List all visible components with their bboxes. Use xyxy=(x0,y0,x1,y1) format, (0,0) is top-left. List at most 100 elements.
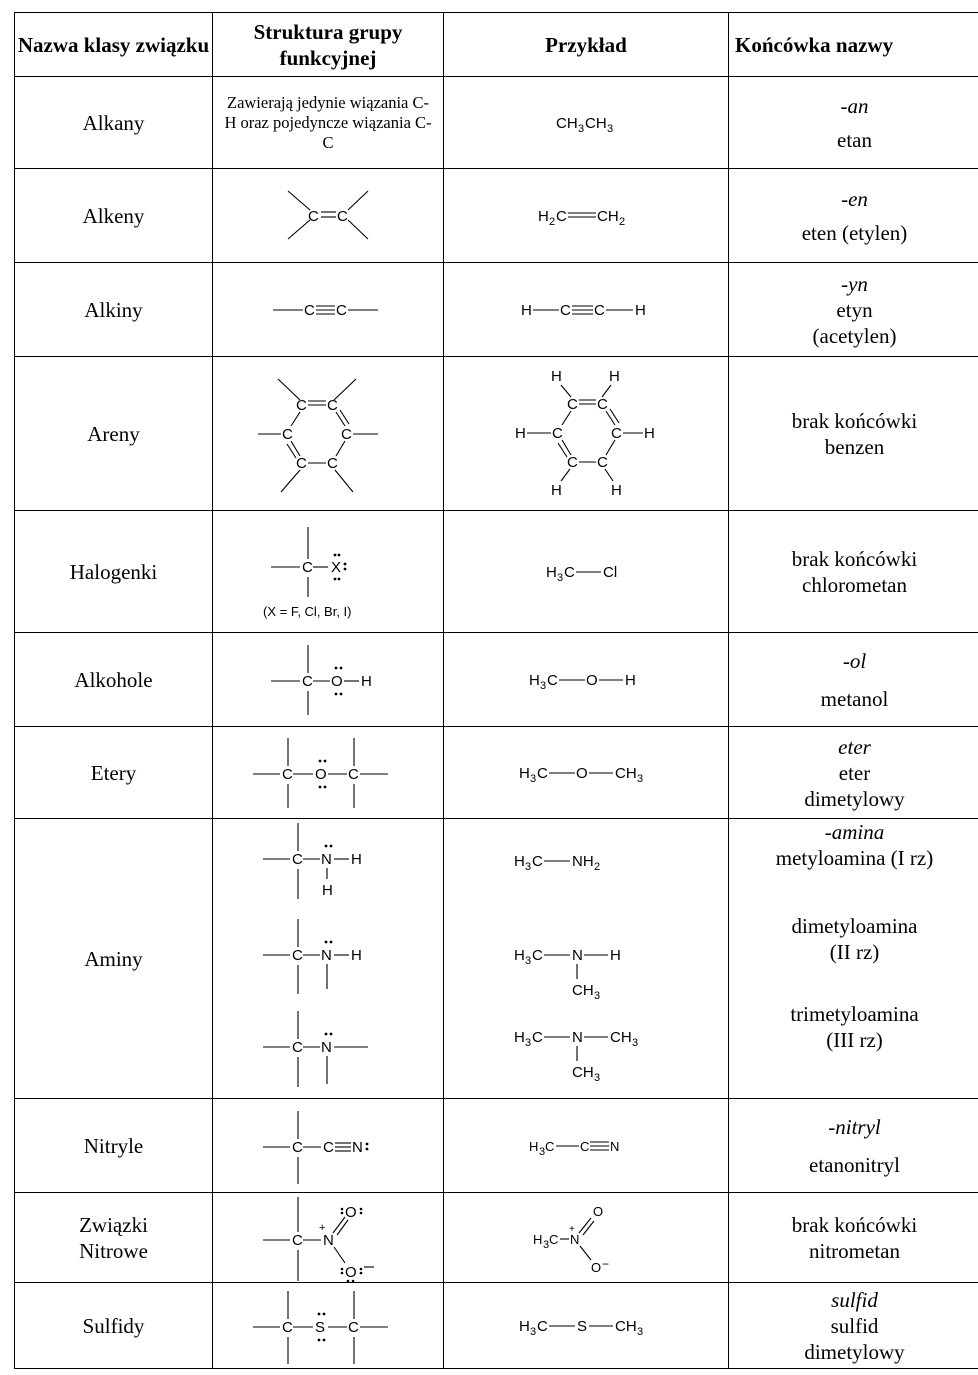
ending-cell: sulfid sulfid dimetylowy xyxy=(728,1282,978,1369)
svg-text:2: 2 xyxy=(549,216,555,228)
class-name: Sulfidy xyxy=(14,1282,213,1369)
svg-text:C: C xyxy=(341,426,352,443)
svg-text:CH: CH xyxy=(585,115,607,132)
class-name: Etery xyxy=(14,726,213,819)
svg-text:O: O xyxy=(331,673,343,690)
svg-text:3: 3 xyxy=(594,1072,600,1084)
ending-name: eten (etylen) xyxy=(801,220,908,245)
example-formula: H C C H xyxy=(443,262,729,357)
svg-text:3: 3 xyxy=(632,1037,638,1049)
svg-text:O: O xyxy=(593,1204,603,1219)
table-row: Etery C O C xyxy=(14,726,978,819)
svg-text:C: C xyxy=(611,425,622,442)
class-name: Alkeny xyxy=(14,168,213,263)
structure-drawing: C X (X = F, Cl, Br, I) xyxy=(212,510,444,633)
ethyne-formula: H C C H xyxy=(521,302,646,319)
svg-text:C: C xyxy=(282,426,293,443)
svg-text:C: C xyxy=(336,302,347,319)
svg-text:N: N xyxy=(321,1039,332,1056)
svg-text:N: N xyxy=(321,947,332,964)
structure-description: Zawierają jedynie wiązania C-H oraz poje… xyxy=(212,76,444,169)
svg-text:3: 3 xyxy=(607,123,613,135)
svg-text:H: H xyxy=(611,482,622,499)
svg-text:H: H xyxy=(529,672,540,689)
ending-name: metyloamina (I rz) xyxy=(775,846,934,870)
structure-drawing: C O H xyxy=(212,632,444,727)
ending-name: nitrometan xyxy=(809,1238,900,1263)
nitrile-structure: C C N xyxy=(263,1110,369,1184)
ending-cell: -yn etyn (acetylen) xyxy=(728,262,978,357)
svg-text:C: C xyxy=(282,1319,293,1336)
ending-name: eter xyxy=(838,760,871,785)
svg-text:N: N xyxy=(352,1139,363,1156)
class-name: Alkohole xyxy=(14,632,213,727)
svg-text:S: S xyxy=(577,1318,587,1335)
svg-text:X: X xyxy=(331,559,341,576)
svg-text:C: C xyxy=(348,766,359,783)
class-name-line-1: Związki xyxy=(79,1212,148,1237)
svg-text:CH: CH xyxy=(597,208,619,225)
structure-drawing: C C N xyxy=(212,1098,444,1193)
ending-text: brak końcówki xyxy=(791,408,918,433)
ending-name: trimetyloamina xyxy=(790,1002,919,1026)
svg-text:3: 3 xyxy=(525,861,531,873)
suffix: eter xyxy=(838,734,871,759)
structure-drawing: C C xyxy=(212,168,444,263)
svg-text:H: H xyxy=(533,1232,542,1247)
ending-name: etan xyxy=(837,127,872,152)
svg-text:H: H xyxy=(546,564,557,581)
alkyne-structure: C C xyxy=(273,302,378,319)
suffix: sulfid xyxy=(831,1287,878,1312)
svg-text:+: + xyxy=(319,1222,325,1234)
svg-text:C: C xyxy=(304,302,315,319)
ending-name: dimetyloamina xyxy=(791,914,918,938)
table-row: Sulfidy C S C xyxy=(14,1282,978,1369)
svg-text:C: C xyxy=(302,673,313,690)
svg-text:C: C xyxy=(348,1319,359,1336)
svg-text:C: C xyxy=(327,455,338,472)
structure-drawing: C C C C C C xyxy=(212,356,444,511)
halide-structure: C X (X = F, Cl, Br, I) xyxy=(263,526,352,619)
suffix: -nitryl xyxy=(828,1114,881,1139)
svg-text:N: N xyxy=(321,851,332,868)
structure-drawing: C N + O O xyxy=(212,1192,444,1283)
ending-name: etanonitryl xyxy=(809,1152,900,1177)
suffix: -en xyxy=(841,186,868,211)
class-name: Areny xyxy=(14,356,213,511)
svg-text:C: C xyxy=(282,766,293,783)
ending-name-2: dimetylowy xyxy=(804,786,905,811)
svg-text:C: C xyxy=(537,1318,548,1335)
ending-name-2: (II rz) xyxy=(829,940,880,964)
svg-text:O: O xyxy=(345,1264,357,1281)
structure-drawing: C C xyxy=(212,262,444,357)
svg-text:3: 3 xyxy=(543,1239,549,1251)
ether-structure: C O C xyxy=(253,737,388,808)
table-row: Związki Nitrowe C N + O O xyxy=(14,1192,978,1283)
ending-name: benzen xyxy=(824,434,885,459)
ending-name: metanol xyxy=(820,686,889,711)
svg-text:CH: CH xyxy=(556,115,578,132)
svg-text:3: 3 xyxy=(637,773,643,785)
svg-text:N: N xyxy=(572,947,583,964)
svg-text:C: C xyxy=(560,302,571,319)
svg-text:CH: CH xyxy=(610,1029,632,1046)
svg-text:C: C xyxy=(547,672,558,689)
structure-drawing: C S C xyxy=(212,1282,444,1369)
svg-text:C: C xyxy=(567,396,578,413)
table-row: Aminy C N H H xyxy=(14,818,978,1099)
ending-name-2: dimetylowy xyxy=(804,1339,905,1364)
nitro-structure: C N + O O xyxy=(263,1196,374,1282)
svg-text:C: C xyxy=(292,1232,303,1249)
